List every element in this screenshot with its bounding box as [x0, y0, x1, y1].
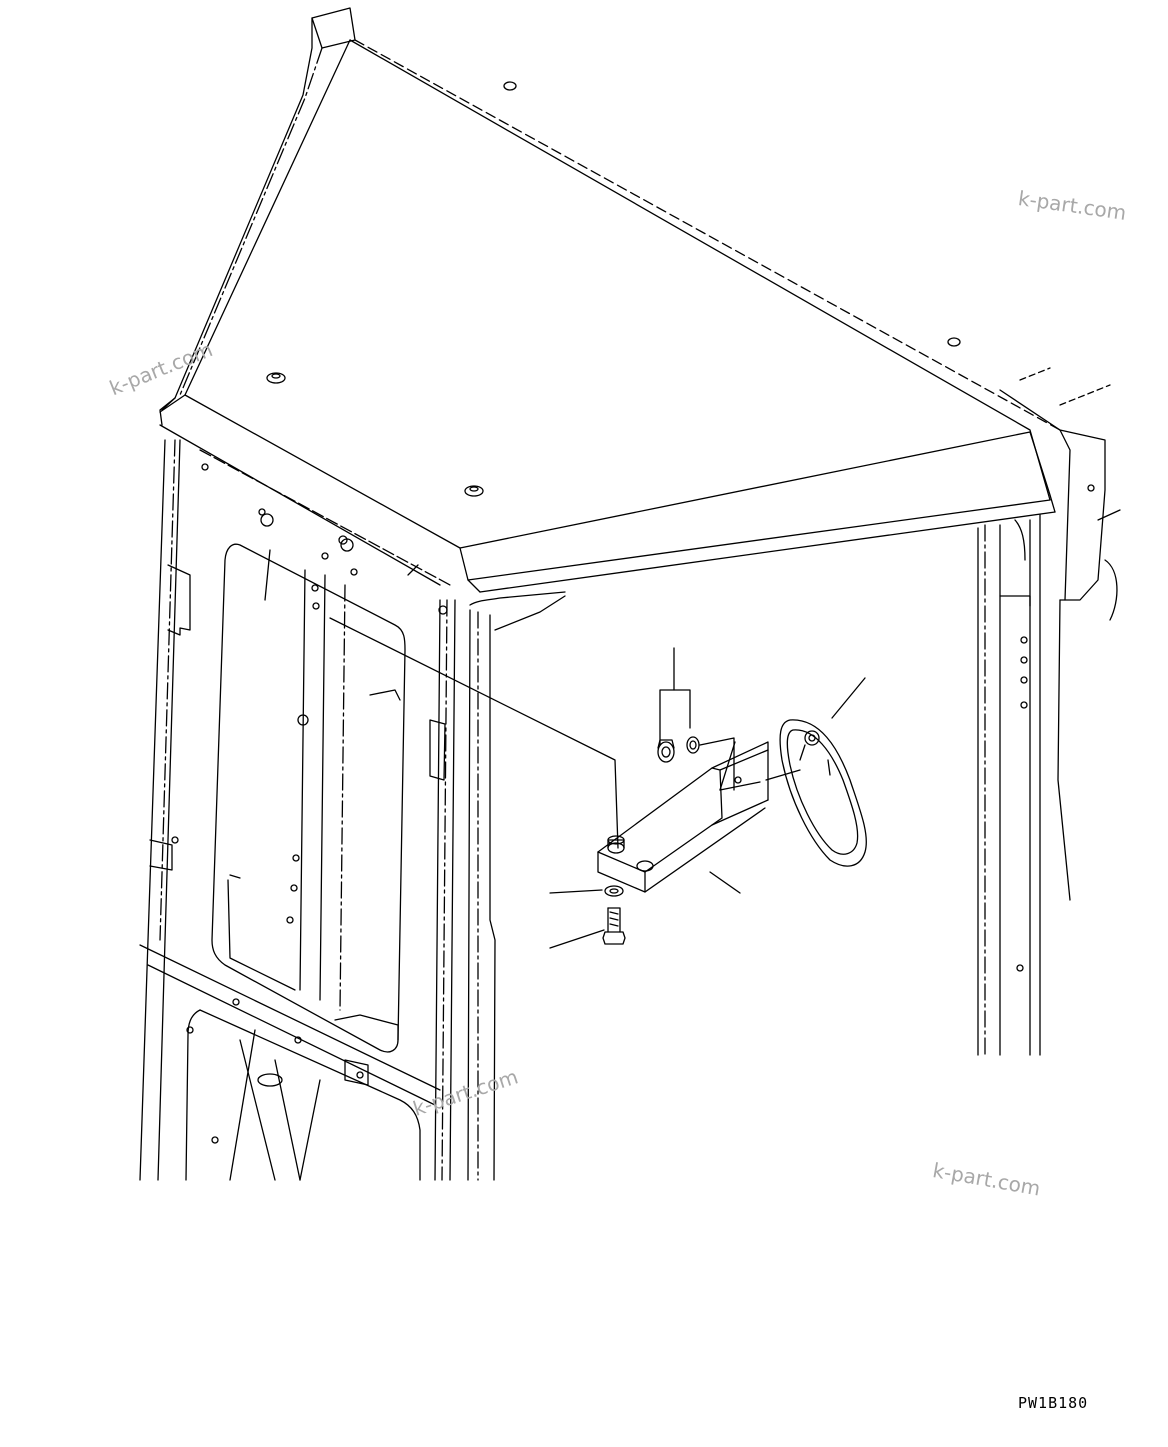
figure-code: PW1B180	[1018, 1394, 1089, 1412]
nut-and-washer	[657, 647, 735, 791]
work-lamp	[765, 677, 867, 867]
cab-left-wall	[139, 439, 456, 1181]
lamp-bracket	[597, 741, 769, 893]
cab-lower-frame	[139, 944, 441, 1181]
cab-roof	[159, 7, 1061, 593]
bracket-leader-line	[329, 617, 619, 849]
cab-front-pillar	[977, 514, 1071, 1056]
cab-inner-pillar	[467, 591, 566, 1181]
bolt-and-washer	[549, 871, 741, 949]
cab-rear-corner	[999, 367, 1121, 621]
